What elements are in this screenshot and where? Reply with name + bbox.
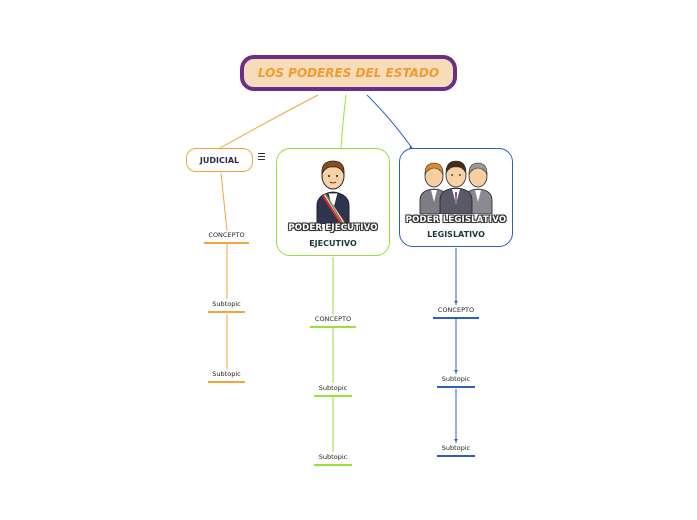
judicial-subtopic-3[interactable]: Subtopic [208, 370, 245, 383]
connector-root-judicial [219, 94, 319, 149]
judicial-subtopic-1-label: CONCEPTO [208, 231, 245, 239]
topic-judicial[interactable]: JUDICIAL [186, 148, 253, 172]
connector-root-ejecutivo [340, 94, 347, 149]
ejecutivo-subtopic-3-label: Subtopic [318, 453, 348, 461]
ejecutivo-subtopic-1[interactable]: CONCEPTO [310, 315, 356, 328]
legislativo-subtopic-1[interactable]: CONCEPTO [433, 306, 479, 319]
legislativo-image-caption: PODER LEGISLATIVO [405, 215, 507, 225]
legislativo-subtopic-3[interactable]: Subtopic [437, 444, 475, 457]
legislativo-subtopic-1-label: CONCEPTO [437, 306, 475, 314]
judicial-subtopic-2[interactable]: Subtopic [208, 300, 245, 313]
ejecutivo-subtopic-2-label: Subtopic [318, 384, 348, 392]
connector-root-legislativo [366, 94, 413, 149]
judicial-subtopic-2-label: Subtopic [212, 300, 241, 308]
hamburger-menu-icon[interactable] [258, 153, 265, 162]
topic-legislativo[interactable]: PODER LEGISLATIVO LEGISLATIVO [399, 148, 513, 247]
ejecutivo-subtopic-3[interactable]: Subtopic [314, 453, 352, 466]
ejecutivo-subtopic-2[interactable]: Subtopic [314, 384, 352, 397]
president-figure-icon [316, 160, 350, 224]
topic-judicial-label: JUDICIAL [199, 155, 240, 165]
judicial-subtopic-1[interactable]: CONCEPTO [204, 231, 249, 244]
topic-ejecutivo[interactable]: PODER EJECUTIVO EJECUTIVO [276, 148, 390, 256]
connector-judicial-1 [220, 172, 228, 232]
ejecutivo-image-caption: PODER EJECUTIVO [288, 223, 378, 233]
topic-legislativo-label: LEGISLATIVO [427, 230, 485, 239]
topic-ejecutivo-label: EJECUTIVO [309, 239, 357, 248]
legislators-group-icon [419, 160, 493, 214]
root-title: LOS PODERES DEL ESTADO [257, 66, 440, 80]
legislativo-subtopic-2-label: Subtopic [441, 375, 471, 383]
legislativo-subtopic-3-label: Subtopic [441, 444, 471, 452]
ejecutivo-subtopic-1-label: CONCEPTO [314, 315, 352, 323]
legislativo-subtopic-2[interactable]: Subtopic [437, 375, 475, 388]
judicial-subtopic-3-label: Subtopic [212, 370, 241, 378]
root-topic[interactable]: LOS PODERES DEL ESTADO [240, 55, 457, 91]
